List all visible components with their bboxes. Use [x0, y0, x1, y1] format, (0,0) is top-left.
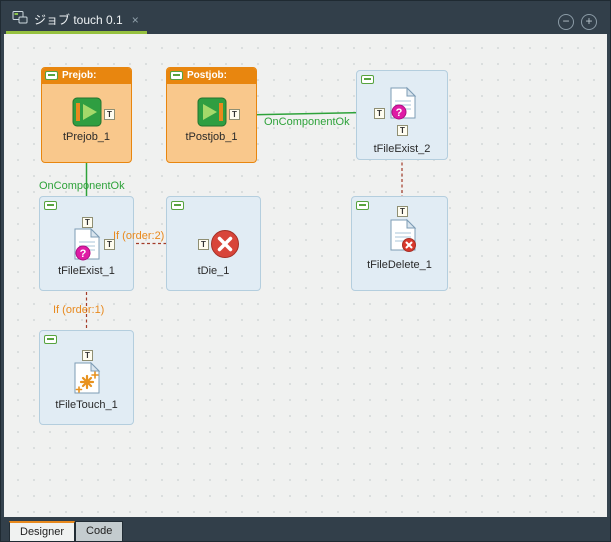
- component-tPrejob_1[interactable]: Prejob: T tPrejob_1: [41, 67, 132, 163]
- bottom-tab-bar: Designer Code: [1, 517, 610, 541]
- component-tFileExist_1[interactable]: T ? T tFileExist_1: [39, 196, 134, 291]
- component-tFileExist_2[interactable]: ? T T tFileExist_2: [356, 70, 448, 160]
- job-tab[interactable]: ジョブ touch 0.1 ×: [6, 8, 147, 34]
- prejob-header-label: Prejob:: [62, 70, 97, 81]
- collapse-indicator[interactable]: [171, 201, 184, 210]
- collapse-indicator[interactable]: [45, 71, 58, 80]
- trigger-port[interactable]: T: [229, 109, 240, 120]
- postjob-header: Postjob:: [167, 68, 256, 84]
- link-label-if-order2[interactable]: If (order:2): [113, 230, 165, 242]
- trigger-port[interactable]: T: [397, 206, 408, 217]
- zoom-out-button[interactable]: −: [558, 14, 574, 30]
- component-label: tFileExist_2: [373, 143, 431, 155]
- trigger-port[interactable]: T: [104, 239, 115, 250]
- collapse-indicator[interactable]: [44, 335, 57, 344]
- component-tFileTouch_1[interactable]: T tFileTouch_1: [39, 330, 134, 425]
- component-label: tFileDelete_1: [367, 259, 432, 271]
- link-label-if-order1[interactable]: If (order:1): [53, 304, 105, 316]
- prejob-header: Prejob:: [42, 68, 131, 84]
- question-glyph: ?: [80, 248, 87, 260]
- component-tDie_1[interactable]: T tDie_1: [166, 196, 261, 291]
- collapse-indicator[interactable]: [170, 71, 183, 80]
- trigger-port[interactable]: T: [82, 350, 93, 361]
- tdie-icon: [211, 230, 239, 258]
- component-label: tDie_1: [197, 265, 230, 277]
- tab-designer[interactable]: Designer: [9, 521, 76, 541]
- collapse-indicator[interactable]: [44, 201, 57, 210]
- tpostjob-icon: [197, 97, 227, 127]
- question-badge-icon: [75, 245, 91, 261]
- sparkle-small-icon: [75, 371, 99, 393]
- trigger-port[interactable]: T: [104, 109, 115, 120]
- component-label: tFileExist_1: [58, 265, 115, 277]
- zoom-in-button[interactable]: +: [581, 14, 597, 30]
- component-label: tPostjob_1: [185, 131, 238, 143]
- trigger-port[interactable]: T: [198, 239, 209, 250]
- link-label-oncomponentok[interactable]: OnComponentOk: [39, 180, 125, 192]
- tfiledelete-icon: [390, 218, 417, 252]
- trigger-port[interactable]: T: [397, 125, 408, 136]
- job-icon: [12, 10, 28, 29]
- tfiletouch-icon: [74, 361, 101, 394]
- component-label: tFileTouch_1: [55, 399, 118, 411]
- tab-close-icon[interactable]: ×: [131, 12, 139, 27]
- sparkle-icon: [79, 374, 95, 390]
- tfileexist-icon: ?: [74, 227, 101, 261]
- job-tab-title: ジョブ touch 0.1: [34, 13, 123, 27]
- postjob-header-label: Postjob:: [187, 70, 227, 81]
- link-label-oncomponentok[interactable]: OnComponentOk: [264, 116, 350, 128]
- component-tFileDelete_1[interactable]: T tFileDelete_1: [351, 196, 448, 291]
- trigger-port[interactable]: T: [374, 108, 385, 119]
- question-badge-icon: [391, 104, 407, 120]
- editor-tab-bar: ジョブ touch 0.1 × − +: [1, 1, 610, 34]
- question-glyph: ?: [396, 107, 403, 119]
- trigger-port[interactable]: T: [82, 217, 93, 228]
- tfileexist-icon: ?: [390, 86, 417, 120]
- job-design-canvas[interactable]: Prejob: T tPrejob_1 Postjob: T tPostjob_: [4, 34, 607, 517]
- tab-code[interactable]: Code: [75, 521, 124, 541]
- collapse-indicator[interactable]: [361, 75, 374, 84]
- tprejob-icon: [72, 97, 102, 127]
- component-label: tPrejob_1: [62, 131, 111, 143]
- collapse-indicator[interactable]: [356, 201, 369, 210]
- component-tPostjob_1[interactable]: Postjob: T tPostjob_1: [166, 67, 257, 163]
